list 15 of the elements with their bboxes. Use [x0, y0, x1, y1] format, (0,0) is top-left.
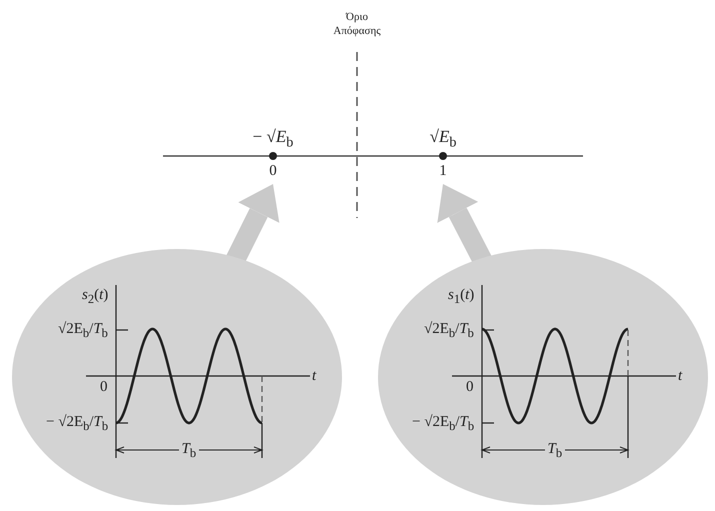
bit-label: 1 [438, 162, 448, 180]
point-label: − √E$_{b}$ [252, 128, 294, 152]
tick-label: √2E$_{b}$/T$_{b}$ [58, 320, 108, 342]
bit-label: 0 [268, 162, 278, 180]
tick-label: √2E$_{b}$/T$_{b}$ [424, 320, 474, 342]
boundary-label: Όριο Απόφασης [332, 10, 382, 38]
tick-label: 0 [100, 378, 108, 396]
axis-label: s$_{1}$(t) [448, 286, 474, 308]
tick-label: − √2E$_{b}$/T$_{b}$ [412, 413, 474, 435]
axis-label: t [678, 367, 682, 385]
axis-label: s$_{2}$(t) [82, 286, 108, 308]
point-label: √E$_{b}$ [428, 128, 458, 152]
tick-label: − √2E$_{b}$/T$_{b}$ [46, 413, 108, 435]
axis-label: t [312, 367, 316, 385]
tick-label: 0 [466, 378, 474, 396]
